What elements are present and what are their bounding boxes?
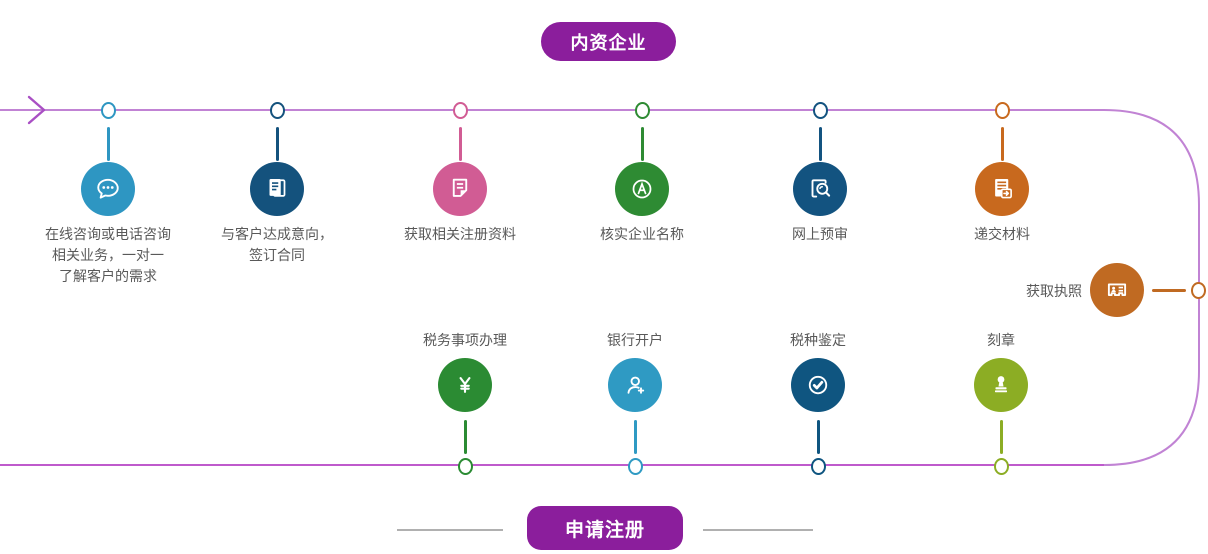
step-label: 递交材料 — [974, 226, 1030, 242]
step-tax-type: 税种鉴定 — [738, 330, 898, 475]
connector-line — [1152, 289, 1186, 292]
step-sign-contract: 与客户达成意向， 签订合同 — [187, 102, 367, 266]
step-label: 获取相关注册资料 — [404, 226, 516, 242]
chat-dots-icon — [81, 162, 135, 216]
yuan-icon — [438, 358, 492, 412]
timeline-dot — [993, 458, 1009, 475]
step-tax-matters: 税务事项办理 — [385, 330, 545, 475]
connector-line — [458, 127, 462, 161]
check-circle-icon — [791, 358, 845, 412]
documents-icon — [250, 162, 304, 216]
license-card-icon — [1090, 263, 1144, 317]
connector-line — [999, 420, 1003, 454]
timeline-main-line — [0, 109, 1200, 466]
step-verify-name: 核实企业名称 — [552, 102, 732, 245]
connector-line — [106, 127, 110, 161]
connector-line — [463, 420, 467, 454]
timeline-dot — [810, 458, 826, 475]
connector-line — [633, 420, 637, 454]
timeline-dot — [100, 102, 116, 119]
step-obtain-materials: 获取相关注册资料 — [370, 102, 550, 245]
connector-line — [275, 127, 279, 161]
step-label: 刻章 — [987, 332, 1015, 348]
timeline-dot — [634, 102, 650, 119]
step-label: 核实企业名称 — [600, 226, 684, 242]
step-seal-carving: 刻章 — [921, 330, 1081, 475]
badge-domestic-enterprise: 内资企业 — [541, 22, 676, 61]
step-online-consult: 在线咨询或电话咨询 相关业务，一对一 了解客户的需求 — [18, 102, 198, 287]
timeline-dot — [994, 102, 1010, 119]
timeline-dot — [1191, 282, 1206, 299]
document-search-icon — [793, 162, 847, 216]
badge-bottom-label: 申请注册 — [564, 519, 645, 541]
divider-right — [703, 529, 813, 531]
timeline-dot — [452, 102, 468, 119]
step-label: 与客户达成意向， 签订合同 — [221, 226, 333, 263]
connector-line — [640, 127, 644, 161]
step-bank-account: 银行开户 — [555, 330, 715, 475]
letter-a-icon — [615, 162, 669, 216]
timeline-dot — [812, 102, 828, 119]
step-label: 银行开户 — [607, 332, 663, 348]
timeline-dot — [457, 458, 473, 475]
step-label: 税种鉴定 — [790, 332, 846, 348]
step-label: 税务事项办理 — [423, 332, 507, 348]
badge-apply-register: 申请注册 — [527, 506, 683, 550]
badge-top-label: 内资企业 — [570, 32, 647, 53]
timeline-dot — [269, 102, 285, 119]
connector-line — [1000, 127, 1004, 161]
timeline-dot — [627, 458, 643, 475]
step-label: 在线咨询或电话咨询 相关业务，一对一 了解客户的需求 — [45, 226, 171, 284]
document-edit-icon — [433, 162, 487, 216]
add-user-icon — [608, 358, 662, 412]
step-submit-materials: 递交材料 — [912, 102, 1092, 245]
divider-left — [397, 529, 503, 531]
step-label: 网上预审 — [792, 226, 848, 242]
flow-arrow-icon — [27, 95, 46, 125]
step-label: 获取执照 — [1026, 283, 1082, 299]
connector-line — [816, 420, 820, 454]
stamp-icon — [974, 358, 1028, 412]
document-arrow-icon — [975, 162, 1029, 216]
step-online-review: 网上预审 — [730, 102, 910, 245]
connector-line — [818, 127, 822, 161]
